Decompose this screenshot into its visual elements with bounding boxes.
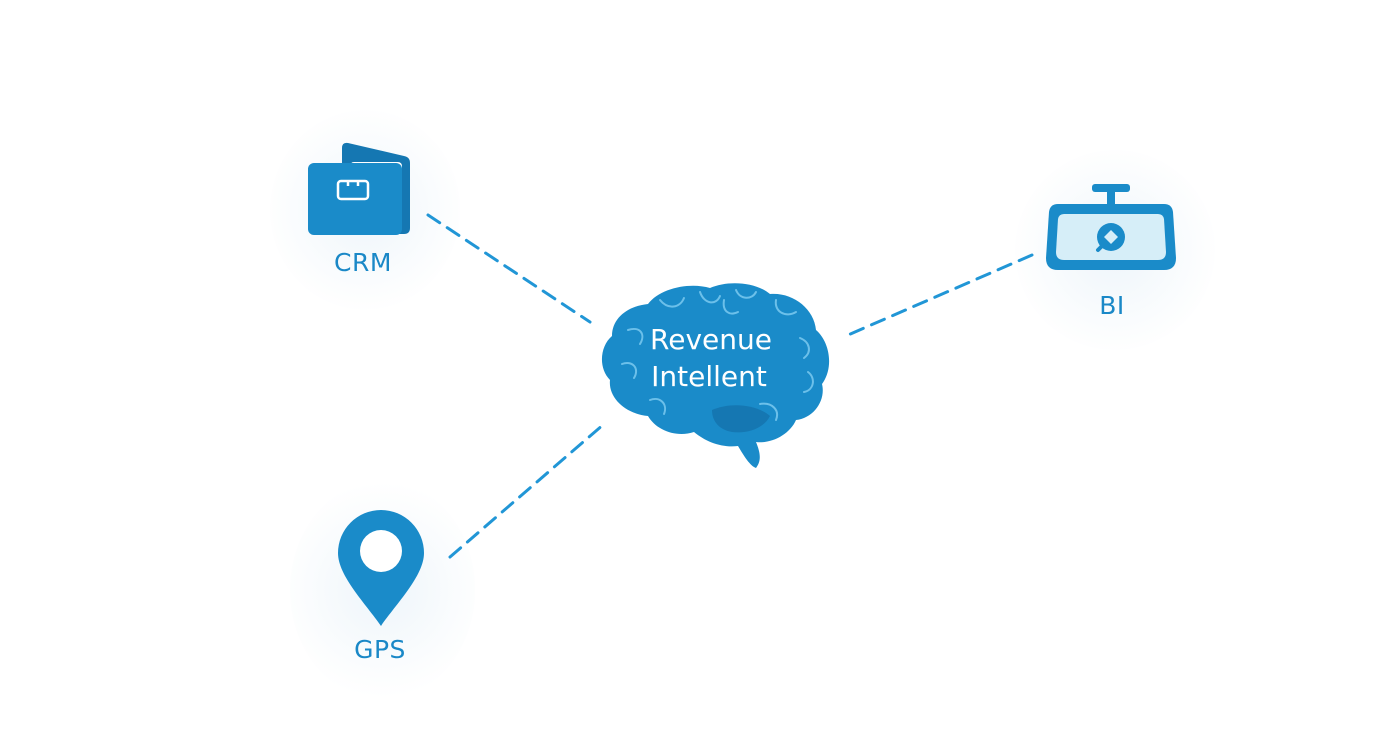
gps-label: GPS [354, 635, 406, 664]
dashboard-icon [1046, 184, 1176, 270]
map-pin-icon [338, 510, 424, 626]
hub-label-line1: Revenue [650, 323, 772, 356]
connector-gps-hub [448, 422, 606, 559]
hub-label-line2: Intellent [651, 360, 767, 393]
brain-icon [601, 283, 830, 468]
connector-crm-hub [426, 213, 592, 324]
folder-icon [308, 142, 410, 235]
bi-label: BI [1099, 291, 1125, 320]
connector-bi-hub [846, 253, 1034, 337]
crm-label: CRM [334, 248, 392, 277]
